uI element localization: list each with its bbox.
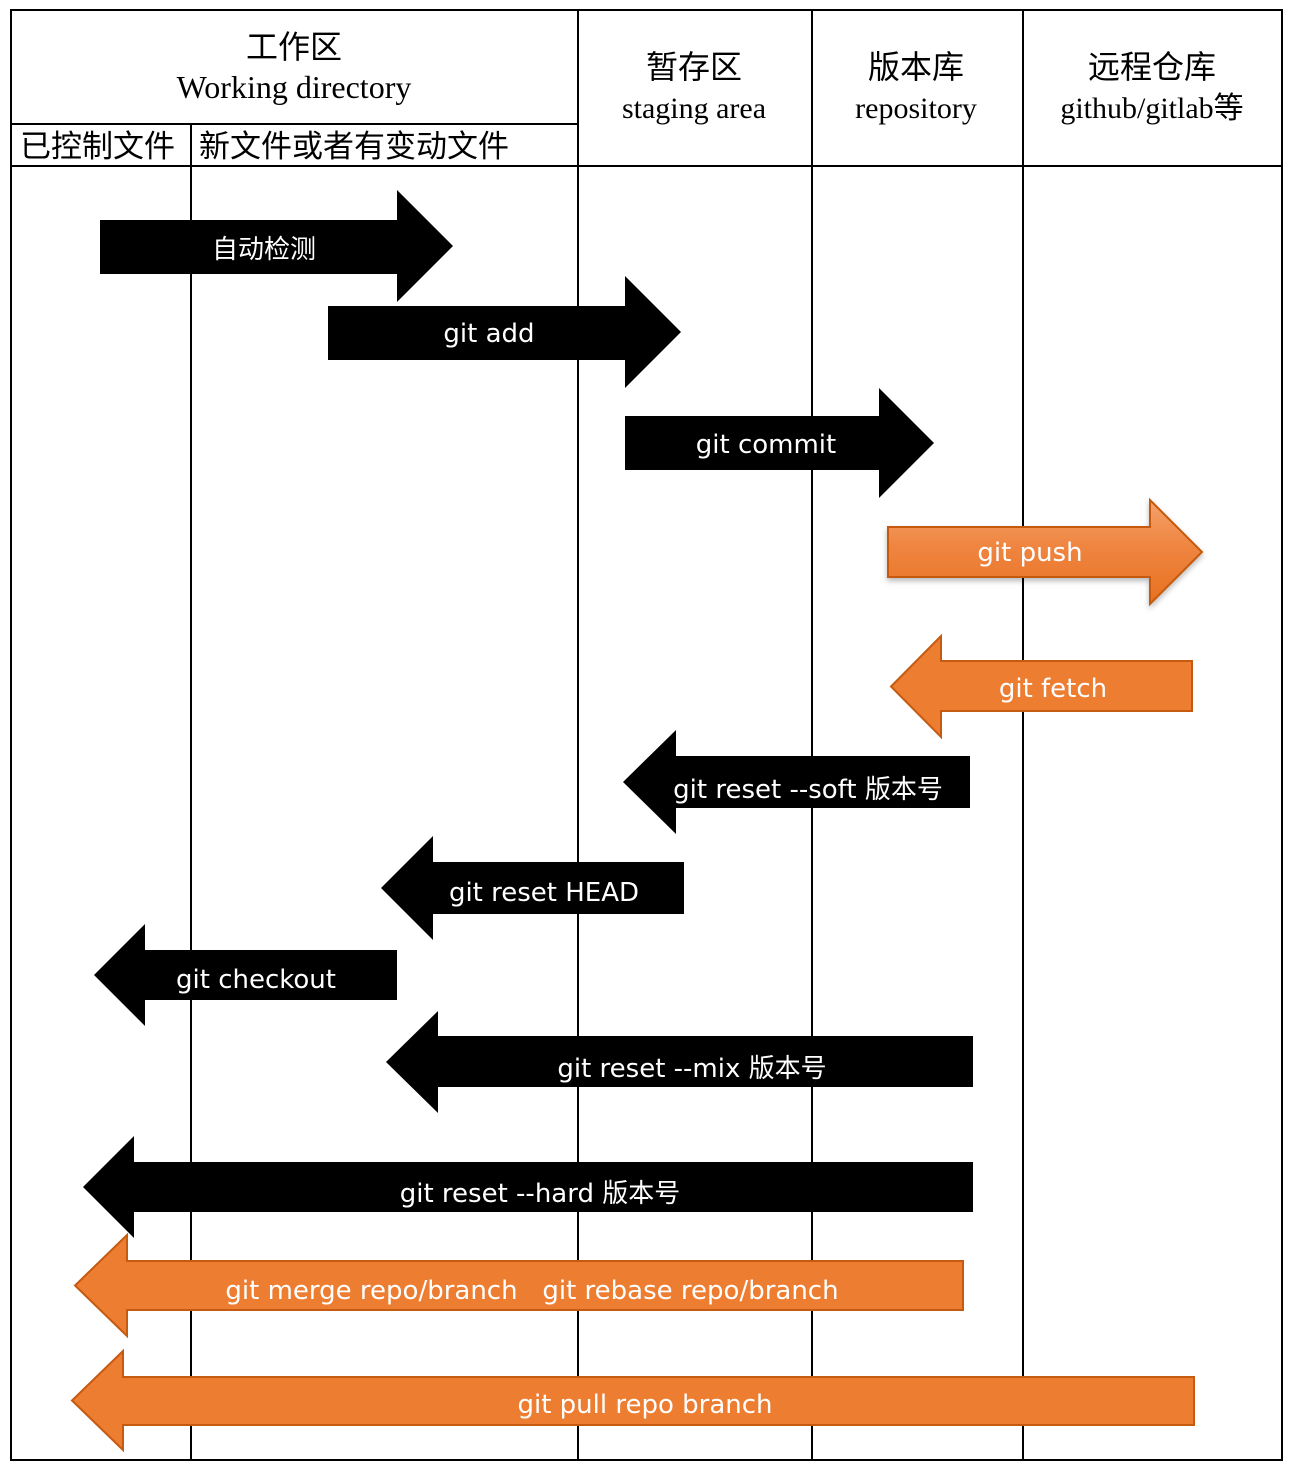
arrow-shape-git-pull (70, 1348, 1195, 1453)
arrow-shape-git-reset-soft (623, 730, 970, 834)
table-grid (10, 9, 1283, 1461)
repository-title-zh: 版本库 (868, 49, 964, 85)
arrow-git-reset-hard: git reset --hard 版本号 (83, 1136, 973, 1238)
arrow-label-git-add: git add (443, 319, 534, 349)
arrow-shape-git-reset-head (381, 836, 684, 940)
arrow-git-reset-mix: git reset --mix 版本号 (386, 1011, 973, 1113)
arrow-git-fetch: git fetch (889, 633, 1193, 740)
tracked-files-label: 已控制文件 (20, 129, 175, 164)
remote-title-en: github/gitlab等 (1060, 92, 1243, 125)
arrow-shape-git-reset-hard (83, 1136, 973, 1238)
working-title-zh: 工作区 (246, 29, 342, 65)
arrow-git-reset-head: git reset HEAD (381, 836, 684, 940)
arrow-label-git-push: git push (977, 538, 1082, 568)
arrow-label-auto-detect: 自动检测 (212, 235, 316, 265)
arrow-label-git-pull: git pull repo branch (517, 1390, 772, 1420)
arrow-git-reset-soft: git reset --soft 版本号 (623, 730, 970, 834)
arrow-label-git-merge-rebase: git merge repo/branch git rebase repo/br… (225, 1276, 838, 1306)
arrow-git-commit: git commit (625, 388, 934, 498)
arrow-label-git-commit: git commit (696, 430, 836, 460)
arrow-label-git-reset-head: git reset HEAD (449, 878, 639, 908)
staging-title-zh: 暂存区 (646, 49, 742, 85)
arrow-shape-auto-detect (100, 190, 453, 302)
changed-files-label: 新文件或者有变动文件 (199, 129, 509, 164)
arrow-shape-git-add (328, 276, 681, 388)
arrow-label-git-reset-hard: git reset --hard 版本号 (400, 1179, 680, 1209)
arrow-git-pull: git pull repo branch (70, 1348, 1195, 1453)
arrow-shape-git-fetch (889, 633, 1193, 740)
arrow-label-git-reset-soft: git reset --soft 版本号 (673, 775, 943, 805)
arrow-git-add: git add (328, 276, 681, 388)
arrow-shape-git-commit (625, 388, 934, 498)
arrow-shape-git-push (887, 497, 1204, 607)
arrows-layer: 自动检测 git add git commit git push git fetch gi… (70, 190, 1204, 1453)
table-border (10, 9, 1283, 1461)
arrow-git-push: git push (887, 497, 1204, 607)
arrow-label-git-fetch: git fetch (999, 674, 1107, 704)
arrow-git-checkout: git checkout (94, 924, 397, 1026)
arrow-shape-git-checkout (94, 924, 397, 1026)
staging-title-en: staging area (622, 92, 766, 125)
arrow-shape-git-merge-rebase (73, 1232, 964, 1339)
header-labels: 工作区 Working directory 已控制文件 新文件或者有变动文件 暂… (20, 29, 1244, 164)
arrow-shape-git-reset-mix (386, 1011, 973, 1113)
arrow-label-git-reset-mix: git reset --mix 版本号 (557, 1054, 826, 1084)
repository-title-en: repository (855, 92, 977, 125)
arrow-git-merge-rebase: git merge repo/branch git rebase repo/br… (73, 1232, 964, 1339)
arrow-label-git-checkout: git checkout (176, 965, 336, 995)
working-title-en: Working directory (177, 69, 412, 105)
remote-title-zh: 远程仓库 (1088, 49, 1216, 85)
arrow-auto-detect: 自动检测 (100, 190, 453, 302)
